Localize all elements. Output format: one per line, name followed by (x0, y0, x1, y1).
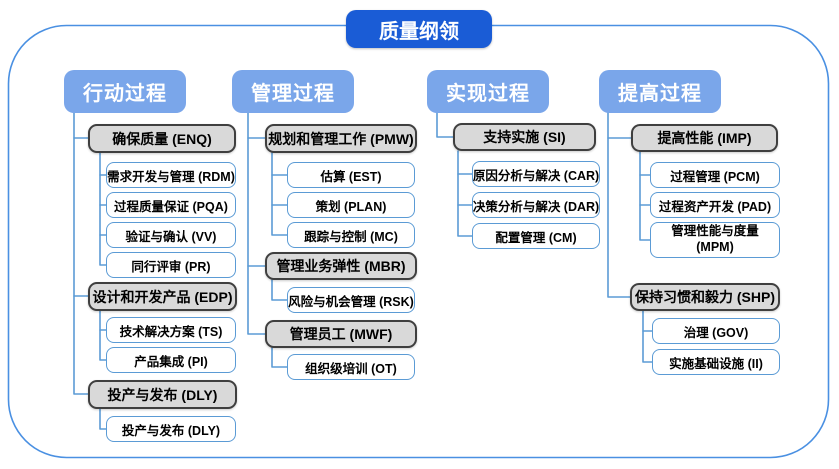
node-ts: 技术解决方案 (TS) (106, 317, 236, 343)
node-rsk: 风险与机会管理 (RSK) (287, 287, 415, 313)
node-mc: 跟踪与控制 (MC) (287, 222, 415, 248)
node-enq: 确保质量 (ENQ) (88, 124, 236, 153)
node-cm: 配置管理 (CM) (472, 223, 600, 249)
column-header-implementation-process: 实现过程 (427, 70, 549, 113)
node-ii: 实施基础设施 (II) (652, 349, 780, 375)
node-mwf: 管理员工 (MWF) (265, 320, 417, 348)
node-pqa: 过程质量保证 (PQA) (106, 192, 236, 218)
node-pcm: 过程管理 (PCM) (650, 162, 780, 188)
node-mpm: 管理性能与度量 (MPM) (650, 222, 780, 258)
node-pmw: 规划和管理工作 (PMW) (265, 124, 417, 153)
node-dly-group: 投产与发布 (DLY) (88, 380, 237, 409)
node-pad: 过程资产开发 (PAD) (650, 192, 780, 218)
node-pr: 同行评审 (PR) (106, 252, 236, 278)
node-mbr: 管理业务弹性 (MBR) (265, 252, 417, 280)
node-rdm: 需求开发与管理 (RDM) (106, 162, 236, 188)
node-plan: 策划 (PLAN) (287, 192, 415, 218)
node-si: 支持实施 (SI) (453, 123, 596, 151)
column-header-improvement-process: 提高过程 (599, 70, 721, 113)
node-dar: 决策分析与解决 (DAR) (472, 192, 600, 218)
node-dly: 投产与发布 (DLY) (106, 416, 236, 442)
node-edp: 设计和开发产品 (EDP) (88, 282, 237, 311)
column-header-action-process: 行动过程 (64, 70, 186, 113)
column-header-management-process: 管理过程 (232, 70, 354, 113)
node-imp: 提高性能 (IMP) (631, 124, 778, 152)
node-shp: 保持习惯和毅力 (SHP) (630, 283, 780, 311)
node-car: 原因分析与解决 (CAR) (472, 161, 600, 187)
node-est: 估算 (EST) (287, 162, 415, 188)
diagram-title: 质量纲领 (346, 10, 492, 48)
node-ot: 组织级培训 (OT) (287, 354, 415, 380)
node-pi: 产品集成 (PI) (106, 347, 236, 373)
node-vv: 验证与确认 (VV) (106, 222, 236, 248)
node-gov: 治理 (GOV) (652, 318, 780, 344)
